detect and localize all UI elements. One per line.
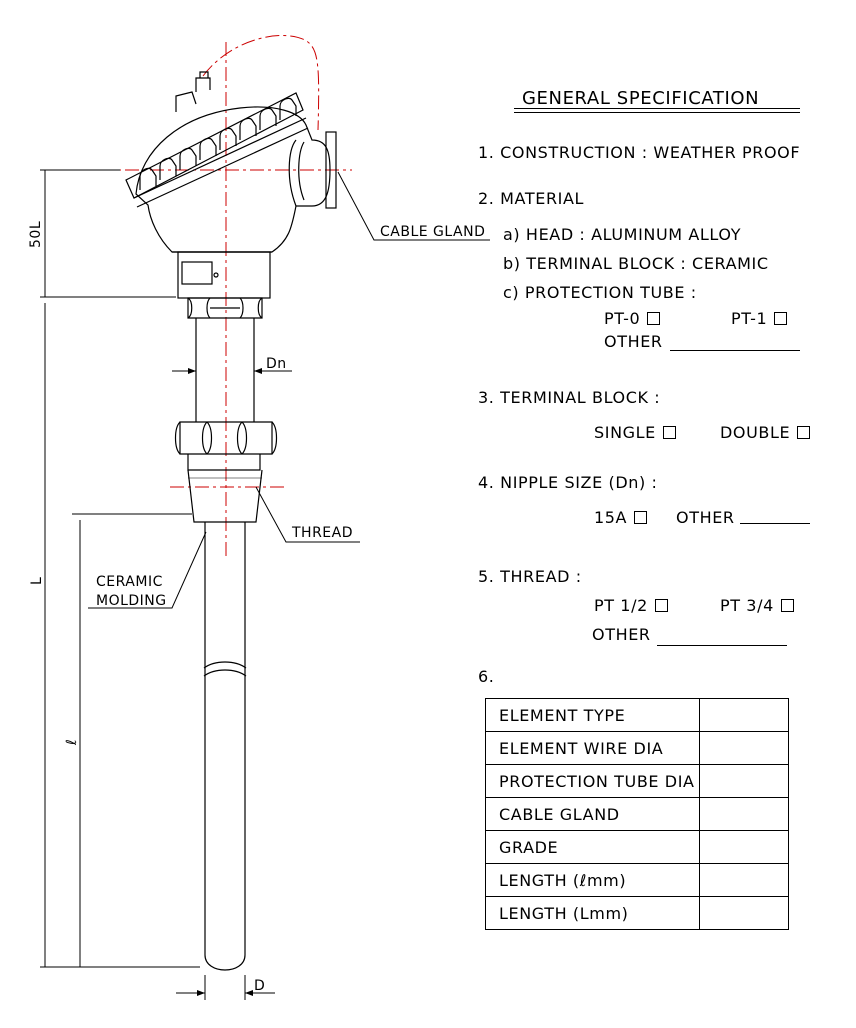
spec-material-terminal: b) TERMINAL BLOCK : CERAMIC [503,254,769,273]
spec-title: GENERAL SPECIFICATION [522,88,760,109]
spec-material: 2. MATERIAL [478,189,585,208]
table-row-value[interactable] [699,731,789,765]
cable-gland-leader [337,171,490,241]
option-pt34-label: PT 3/4 [720,596,774,615]
label-50l: 50L [28,221,44,248]
table-row-label: ELEMENT TYPE [485,698,700,732]
table-row: ELEMENT TYPE [485,698,789,732]
table-row-value[interactable] [699,830,789,864]
spec-terminal-block: 3. TERMINAL BLOCK : [478,388,661,407]
spec-thread: 5. THREAD : [478,567,582,586]
leaders [88,171,490,609]
table-row-label: LENGTH (ℓmm) [485,863,700,897]
label-molding: MOLDING [96,593,167,609]
table-row: LENGTH (ℓmm) [485,863,789,897]
checkbox-pt0[interactable] [647,312,661,325]
dimensions [40,169,292,1000]
option-pt34: PT 3/4 [720,597,794,615]
nipple-other-field[interactable] [740,523,810,524]
spec-nipple-size: 4. NIPPLE SIZE (Dn) : [478,473,658,492]
option-double: DOUBLE [720,423,811,442]
table-row: LENGTH (Lmm) [485,896,789,930]
ceramic-leader [88,531,207,609]
option-15a: 15A [594,508,648,527]
option-pt0: PT-0 [604,309,661,328]
thread-leader [255,486,360,543]
thread-other-field[interactable] [657,645,787,646]
spec-construction: 1. CONSTRUCTION : WEATHER PROOF [478,143,801,162]
option-pt1-label: PT-1 [731,309,768,328]
tube-other-field[interactable] [670,350,800,351]
checkbox-double[interactable] [797,426,811,439]
option-pt12-label: PT 1/2 [594,596,648,615]
table-row-value[interactable] [699,698,789,732]
option-15a-label: 15A [594,508,628,527]
lid-ribs [139,97,297,190]
label-lscript: ℓ [64,739,80,746]
head-assembly [125,71,337,971]
table-row: CABLE GLAND [485,797,789,831]
thread-other-label: OTHER [592,625,651,644]
table-row-label: CABLE GLAND [485,797,700,831]
checkbox-pt34[interactable] [780,599,794,612]
label-ceramic: CERAMIC [96,574,163,590]
spec-item-6: 6. [478,667,495,686]
table-row: PROTECTION TUBE DIA [485,764,789,798]
title-underline-2 [514,112,800,113]
table-row-value[interactable] [699,797,789,831]
tube-other-label: OTHER [604,332,663,351]
option-single: SINGLE [594,424,676,442]
table-row-label: GRADE [485,830,700,864]
label-cable-gland: CABLE GLAND [380,224,485,240]
table-row-value[interactable] [699,764,789,798]
table-row-value[interactable] [699,896,789,930]
title-underline [514,108,800,109]
dimension-arrows [188,368,262,996]
lid-knob [175,91,197,112]
thread-section [187,469,263,523]
table-row-label: ELEMENT WIRE DIA [485,731,700,765]
label-d: D [254,978,265,994]
label-l: L [29,577,45,585]
lid-band [125,92,304,199]
table-row: ELEMENT WIRE DIA [485,731,789,765]
spec-material-head: a) HEAD : ALUMINUM ALLOY [503,225,742,244]
spec-material-tube: c) PROTECTION TUBE : [503,283,697,302]
option-pt12: PT 1/2 [594,597,668,615]
option-double-label: DOUBLE [720,423,791,442]
checkbox-15a[interactable] [634,511,648,524]
checkbox-pt12[interactable] [654,599,668,612]
option-single-label: SINGLE [594,423,656,442]
table-row-label: LENGTH (Lmm) [485,896,700,930]
table-row-label: PROTECTION TUBE DIA [485,764,700,798]
label-dn: Dn [266,356,287,372]
nipple-other-label: OTHER [676,508,735,527]
cable-gland-boss [325,131,337,209]
option-pt1: PT-1 [731,309,788,328]
table-row: GRADE [485,830,789,864]
table-row-value[interactable] [699,863,789,897]
option-pt0-label: PT-0 [604,309,641,328]
checkbox-single[interactable] [662,426,676,439]
checkbox-pt1[interactable] [774,312,788,325]
label-thread: THREAD [291,525,353,541]
